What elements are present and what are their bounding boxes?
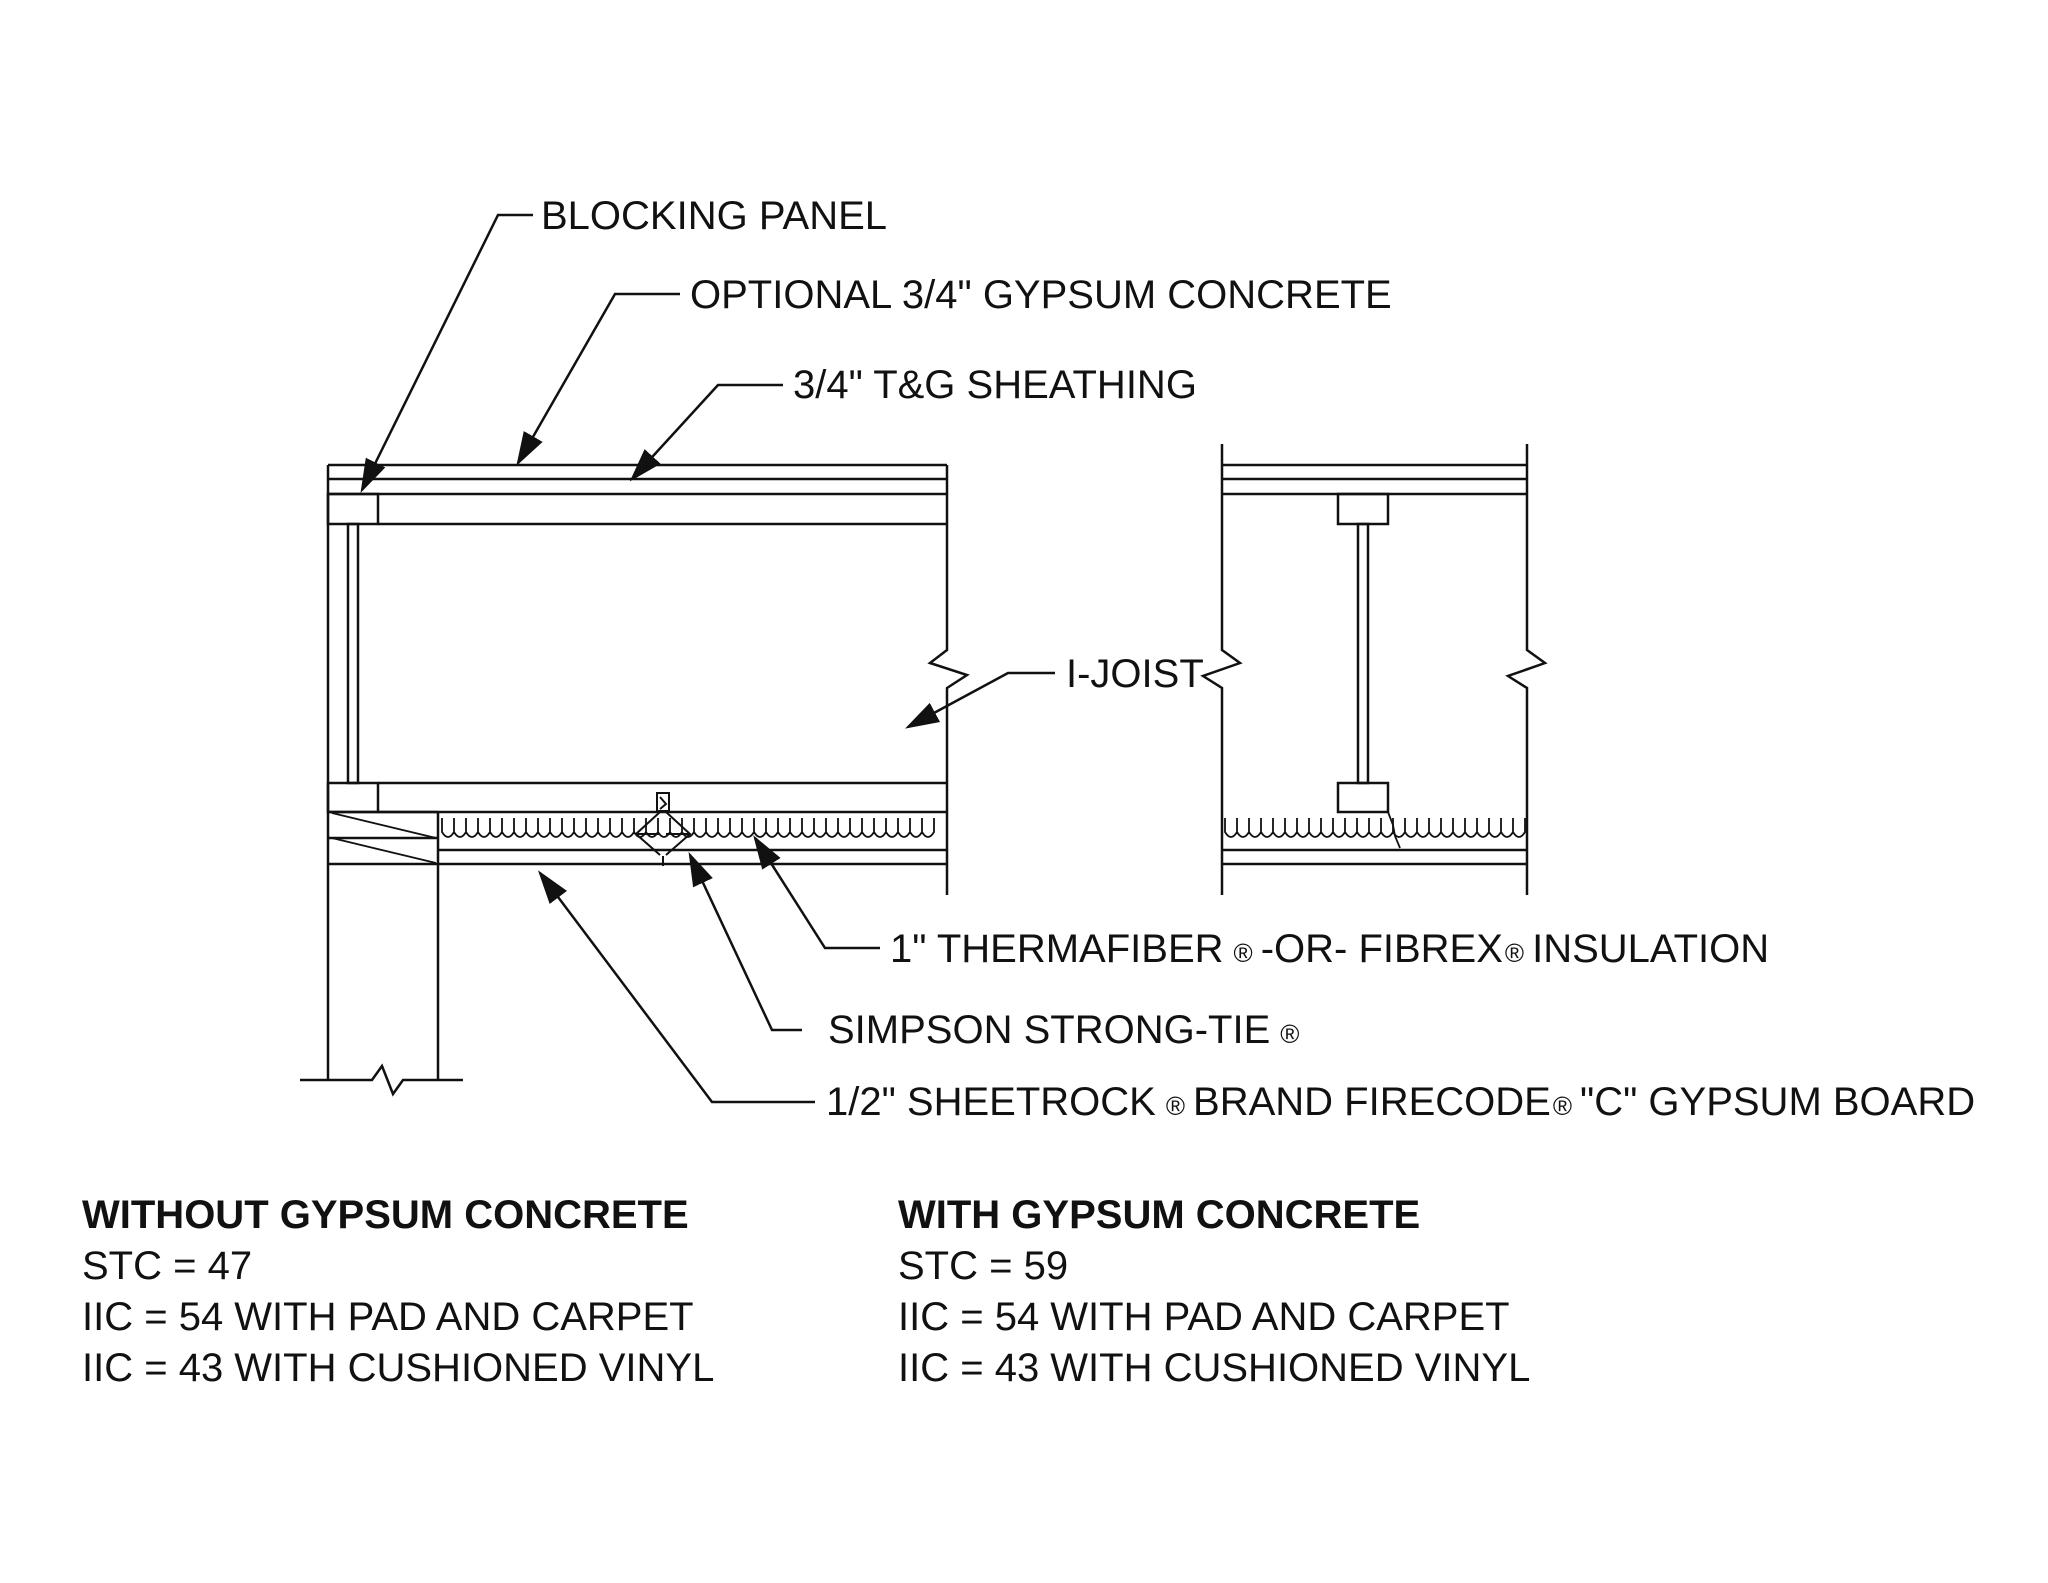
label-gypsum-board-part-1: 1/2" SHEETROCK — [826, 1080, 1156, 1124]
blocking-web — [346, 522, 360, 785]
label-insulation-part-3: INSULATION — [1532, 927, 1769, 971]
label-i-joist: I-JOIST — [1066, 652, 1204, 696]
right-clip-mark — [1387, 811, 1401, 849]
rating-with-gypsum-concrete: WITH GYPSUM CONCRETE STC = 59 IIC = 54 W… — [898, 1190, 1530, 1394]
registered-mark: ® — [1553, 1091, 1572, 1121]
registered-mark: ® — [1166, 1091, 1185, 1121]
rating-heading: WITH GYPSUM CONCRETE — [898, 1193, 1421, 1237]
right-break-line-right — [1505, 444, 1548, 895]
rating-without-gypsum-concrete: WITHOUT GYPSUM CONCRETE STC = 47 IIC = 5… — [82, 1190, 714, 1394]
right-break-line-left — [1200, 444, 1243, 895]
right-section — [1200, 444, 1548, 895]
label-insulation-part-1: 1" THERMAFIBER — [890, 927, 1224, 971]
leader-gypsum-board — [537, 870, 815, 1104]
left-section — [300, 463, 970, 1097]
label-insulation-part-2: -OR- FIBREX — [1261, 927, 1503, 971]
iic-carpet-value: IIC = 54 WITH PAD AND CARPET — [898, 1295, 1510, 1339]
i-joist-profile — [1336, 492, 1390, 814]
leader-gypsum-concrete — [516, 292, 680, 466]
label-sheathing: 3/4" T&G SHEATHING — [793, 363, 1197, 407]
label-gypsum-concrete: OPTIONAL 3/4" GYPSUM CONCRETE — [690, 273, 1392, 317]
iic-vinyl-value: IIC = 43 WITH CUSHIONED VINYL — [898, 1346, 1531, 1390]
registered-mark: ® — [1234, 938, 1253, 968]
rating-heading: WITHOUT GYPSUM CONCRETE — [82, 1193, 689, 1237]
label-gypsum-board-part-3: "C" GYPSUM BOARD — [1580, 1080, 1975, 1124]
leader-sheathing — [629, 383, 783, 482]
insulation-wave — [1224, 818, 1526, 838]
joist-break-line — [927, 465, 970, 895]
stc-value: STC = 59 — [898, 1244, 1069, 1288]
label-simpson: SIMPSON STRONG-TIE ® — [828, 1008, 1299, 1052]
label-gypsum-board-part-2: BRAND FIRECODE — [1193, 1080, 1551, 1124]
label-gypsum-board: 1/2" SHEETROCK®BRAND FIRECODE®"C" GYPSUM… — [826, 1080, 1975, 1124]
top-plate-hatch — [331, 812, 437, 864]
registered-mark: ® — [1280, 1019, 1299, 1049]
callout-labels: BLOCKING PANEL OPTIONAL 3/4" GYPSUM CONC… — [541, 194, 1975, 1124]
label-simpson-part-1: SIMPSON STRONG-TIE — [828, 1008, 1270, 1052]
registered-mark: ® — [1505, 938, 1524, 968]
blocking-top-flange — [326, 492, 380, 526]
label-insulation: 1" THERMAFIBER®-OR- FIBREX®INSULATION — [890, 927, 1769, 971]
simpson-strong-tie-clip — [634, 792, 692, 866]
wall-break-line — [300, 1063, 463, 1097]
leader-simpson — [688, 851, 802, 1032]
leader-blocking-panel — [360, 213, 533, 494]
blocking-bottom-flange — [326, 781, 380, 814]
iic-vinyl-value: IIC = 43 WITH CUSHIONED VINYL — [82, 1346, 715, 1390]
iic-carpet-value: IIC = 54 WITH PAD AND CARPET — [82, 1295, 694, 1339]
right-insulation-texture — [1224, 818, 1526, 838]
leader-insulation — [753, 835, 880, 950]
label-blocking-panel: BLOCKING PANEL — [541, 194, 887, 238]
leader-lines — [360, 213, 1055, 1104]
stc-value: STC = 47 — [82, 1244, 253, 1288]
leader-i-joist — [905, 671, 1055, 729]
